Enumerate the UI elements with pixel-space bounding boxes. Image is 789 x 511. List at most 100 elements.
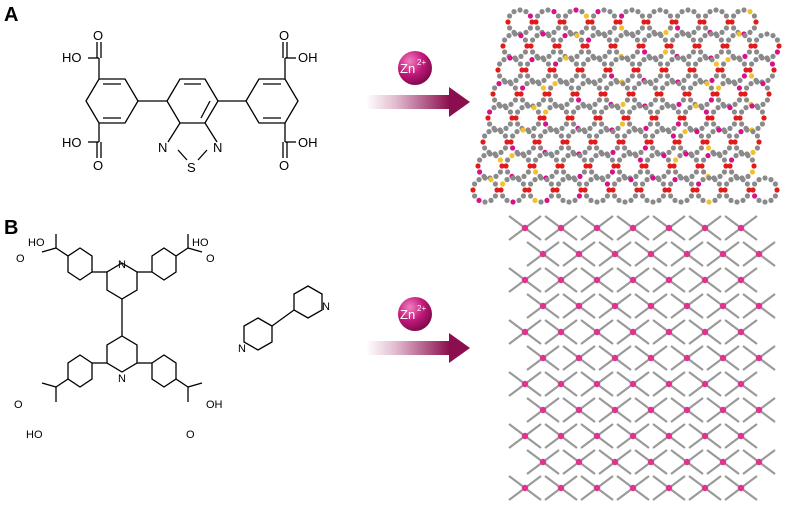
atom-sphere xyxy=(713,7,719,13)
atom-sphere xyxy=(649,115,655,121)
atom-sphere xyxy=(742,33,748,39)
lattice-node xyxy=(634,345,668,371)
atom-sphere xyxy=(541,57,547,63)
lattice-pore xyxy=(533,7,563,37)
atom-sphere xyxy=(485,115,491,121)
atom-sphere xyxy=(755,125,761,131)
lattice-node xyxy=(508,319,542,345)
carboxyl-label: OH xyxy=(298,50,318,65)
atom-sphere xyxy=(507,109,513,115)
atom-sphere xyxy=(722,187,728,193)
atom-sphere xyxy=(690,187,696,193)
atom-sphere xyxy=(676,139,682,145)
atom-sphere xyxy=(563,55,569,61)
atom-sphere xyxy=(658,53,664,60)
atom-sphere xyxy=(681,57,687,63)
lattice-node xyxy=(598,449,632,475)
lattice-node xyxy=(562,449,596,475)
atom-sphere xyxy=(631,105,637,111)
lattice-pore xyxy=(526,175,556,205)
atom-sphere xyxy=(493,173,499,179)
lattice-node xyxy=(652,475,686,501)
atom-sphere xyxy=(744,181,751,187)
lattice-pore xyxy=(681,103,711,133)
atom-sphere xyxy=(642,79,648,85)
lattice-pore xyxy=(592,127,622,157)
atom-sphere xyxy=(768,177,774,183)
atom-sphere xyxy=(724,193,730,199)
atom-sphere xyxy=(652,85,659,91)
atom-sphere xyxy=(553,61,559,67)
atom-sphere xyxy=(589,169,595,175)
atom-sphere xyxy=(497,169,503,175)
nitrogen-left-label: N xyxy=(158,140,167,155)
atom-sphere xyxy=(518,91,524,97)
atom-sphere xyxy=(671,163,677,169)
atom-sphere xyxy=(582,129,588,135)
atom-sphere xyxy=(502,49,508,55)
atom-sphere xyxy=(772,193,779,199)
atom-sphere xyxy=(554,149,560,155)
atom-sphere xyxy=(717,153,723,159)
lattice-pore xyxy=(750,175,780,205)
atom-sphere xyxy=(756,177,762,183)
atom-sphere xyxy=(703,109,710,115)
lattice-node xyxy=(508,475,542,501)
lattice-node xyxy=(526,241,560,267)
atom-sphere xyxy=(592,139,598,145)
atom-sphere xyxy=(617,19,623,25)
zinc-ion-b: Zn 2+ xyxy=(398,297,432,331)
lattice-pore xyxy=(729,7,759,37)
lattice-node xyxy=(706,449,740,475)
atom-sphere xyxy=(658,91,664,97)
atom-sphere xyxy=(666,149,672,155)
atom-sphere xyxy=(603,105,609,111)
atom-sphere xyxy=(743,67,749,73)
atom-sphere xyxy=(594,145,600,151)
atom-sphere xyxy=(535,55,541,61)
atom-sphere xyxy=(595,9,601,15)
atom-sphere xyxy=(569,115,575,121)
atom-sphere xyxy=(629,7,635,13)
carboxyl-label: HO xyxy=(192,237,209,249)
atom-sphere xyxy=(538,175,544,181)
lattice-pore xyxy=(584,31,614,61)
atom-sphere xyxy=(555,25,562,31)
atom-sphere xyxy=(568,97,575,103)
atom-sphere xyxy=(599,121,605,127)
atom-sphere xyxy=(487,109,493,115)
atom-sphere xyxy=(645,157,651,163)
atom-sphere xyxy=(664,43,670,49)
atom-sphere xyxy=(755,105,761,111)
atom-sphere xyxy=(714,33,720,39)
atom-sphere xyxy=(520,181,527,187)
atom-sphere xyxy=(506,33,512,39)
atom-sphere xyxy=(727,125,733,131)
atom-sphere xyxy=(492,193,498,199)
atom-sphere xyxy=(571,121,577,127)
atom-sphere xyxy=(739,151,745,157)
atom-sphere xyxy=(632,97,638,103)
atom-sphere xyxy=(544,197,550,203)
atom-sphere xyxy=(657,73,664,79)
atom-sphere xyxy=(701,157,707,163)
lattice-node xyxy=(544,423,578,449)
atom-sphere xyxy=(637,169,644,175)
atom-sphere xyxy=(627,109,633,115)
atom-sphere xyxy=(727,163,733,169)
atom-sphere xyxy=(504,177,510,183)
lattice-node xyxy=(598,293,632,319)
atom-sphere xyxy=(509,153,515,159)
ligand-a-structure: N N S O HO O HO xyxy=(62,28,318,175)
atom-sphere xyxy=(673,157,679,163)
atom-sphere xyxy=(540,85,547,91)
atom-sphere xyxy=(604,97,610,103)
atom-sphere xyxy=(749,61,755,67)
lattice-pore xyxy=(635,55,665,85)
atom-sphere xyxy=(505,19,511,25)
atom-sphere xyxy=(587,125,593,131)
atom-sphere xyxy=(614,133,621,139)
atom-sphere xyxy=(528,43,534,49)
atom-sphere xyxy=(716,193,723,199)
atom-sphere xyxy=(692,43,698,49)
